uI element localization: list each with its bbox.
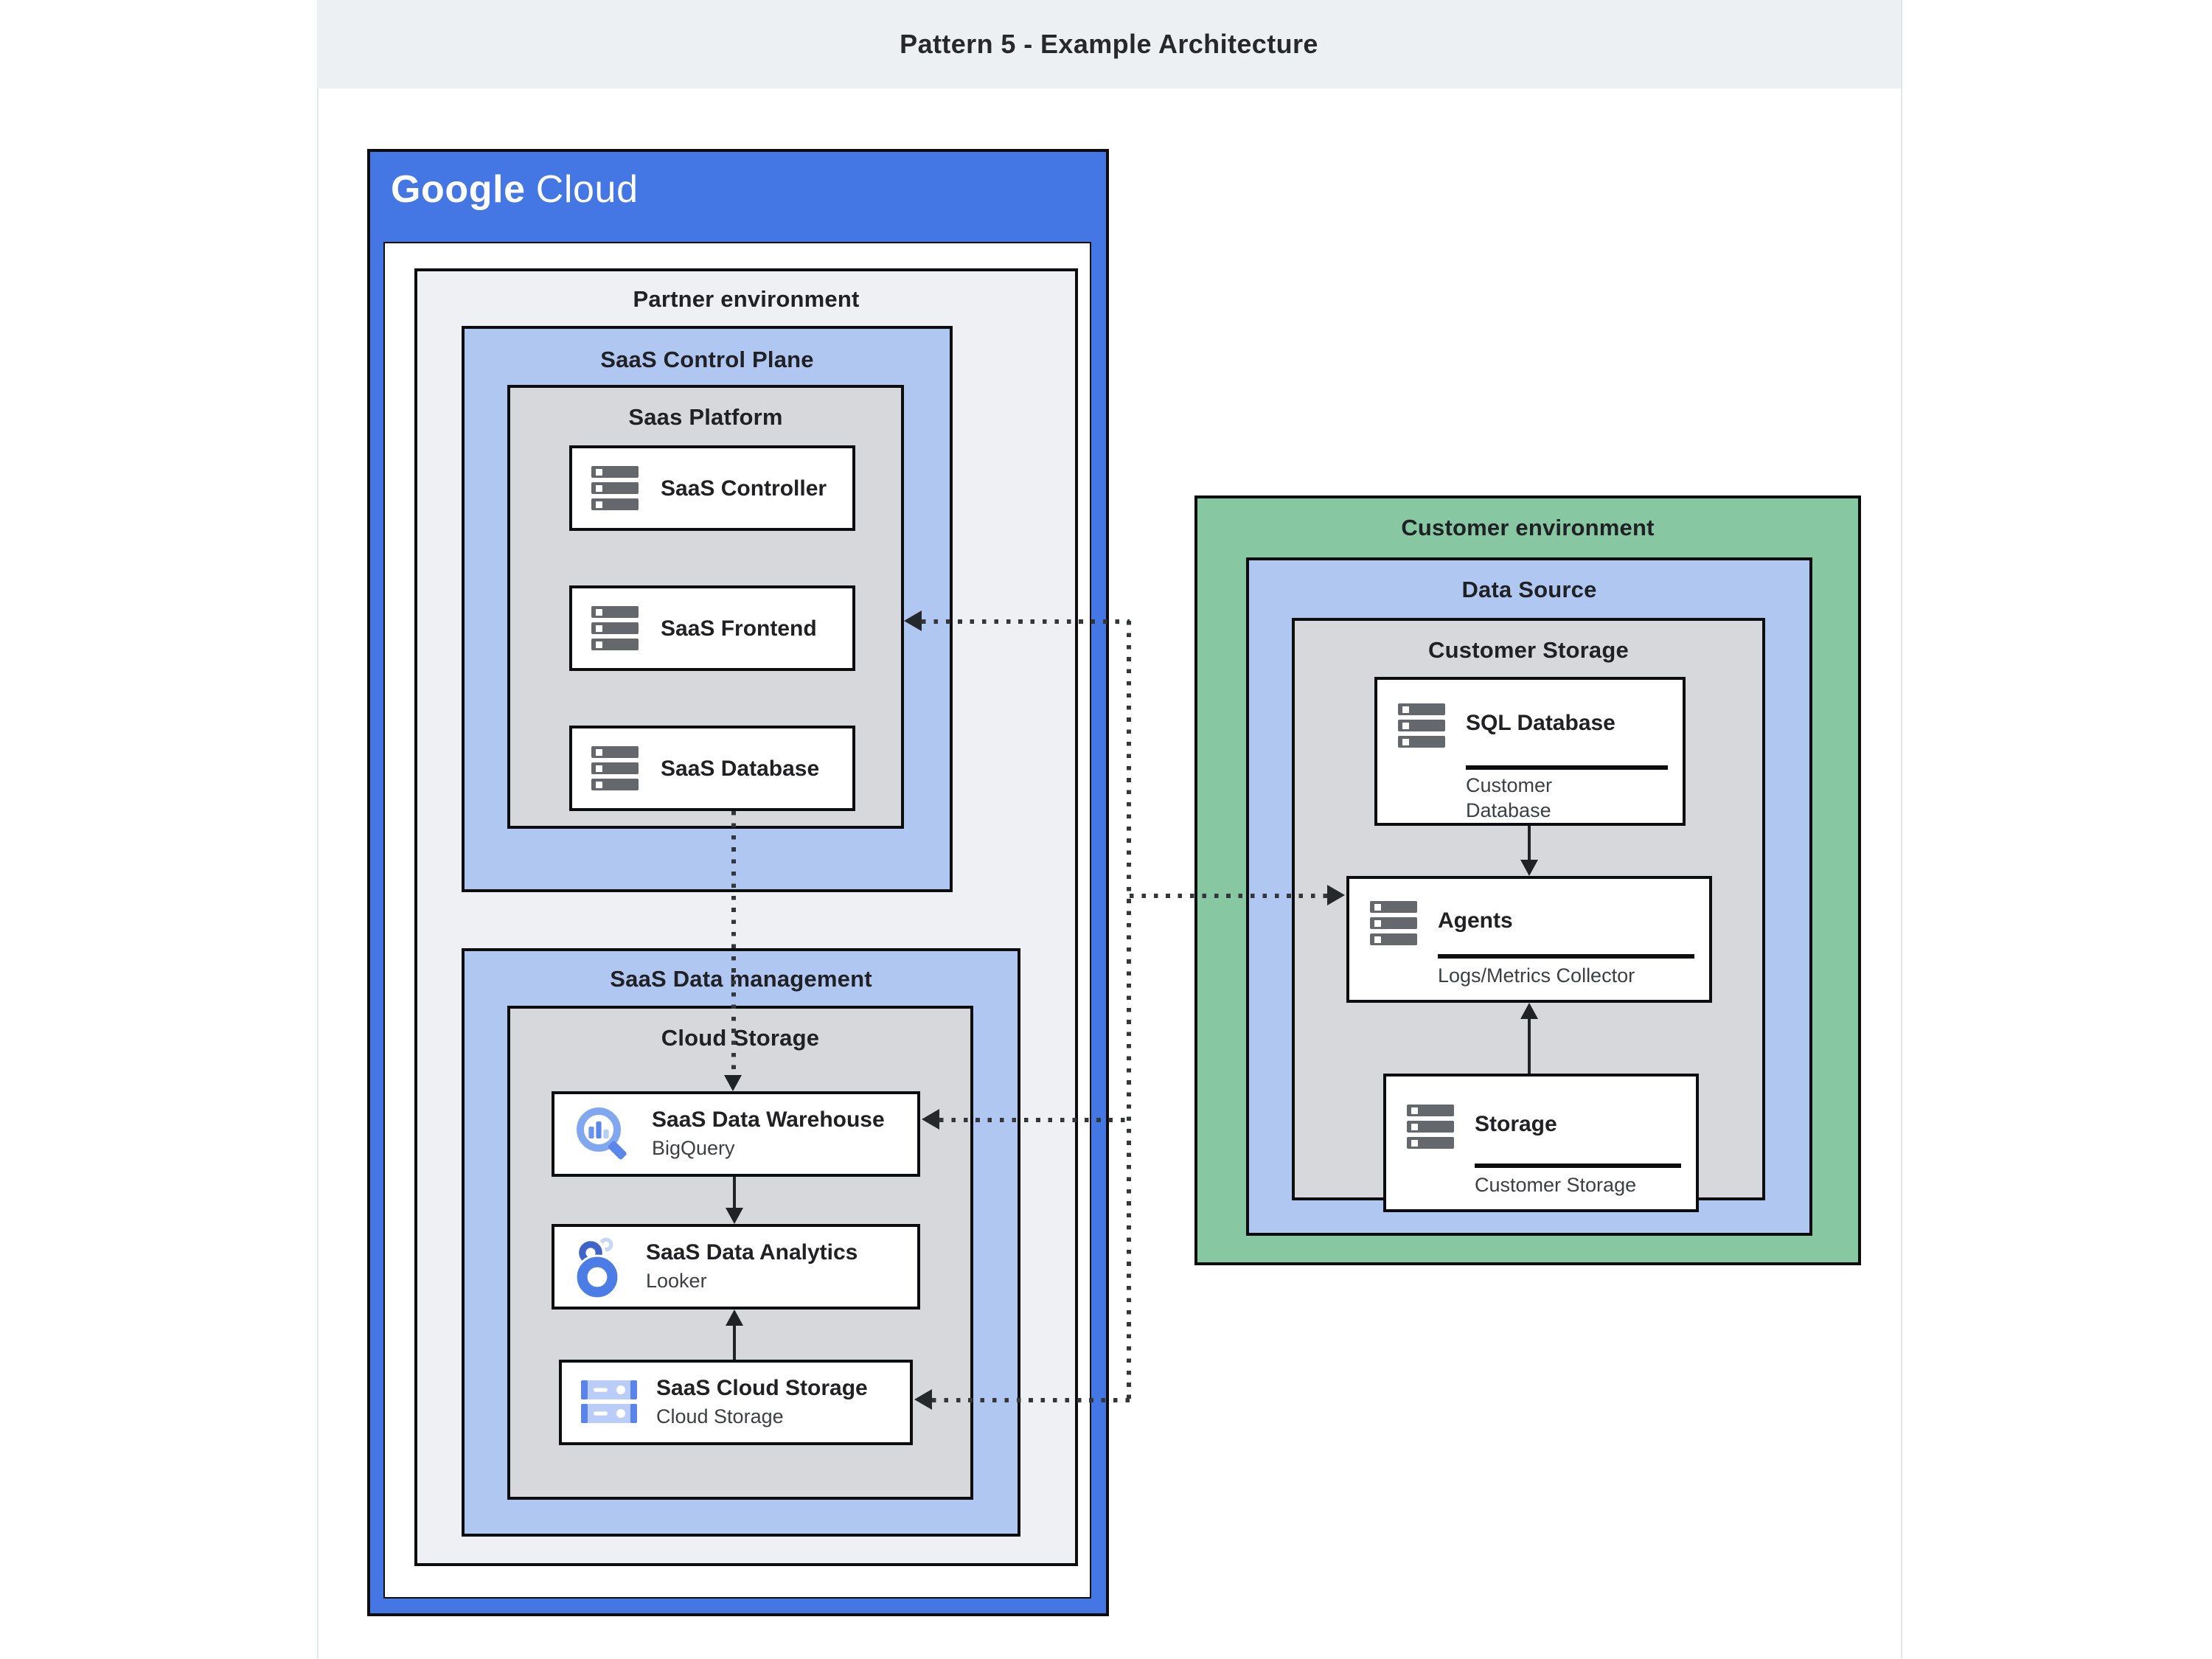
node-label: SaaS Frontend	[661, 616, 817, 641]
server-icon	[591, 606, 641, 650]
server-icon	[1398, 703, 1448, 748]
arrowhead-down-icon	[724, 1075, 742, 1091]
dotted-line-to-cloud-storage	[932, 1398, 1131, 1402]
node-sublabel: Customer Database	[1466, 774, 1553, 821]
dotted-line-database-to-warehouse	[731, 811, 736, 1074]
saas-data-management-label: SaaS Data management	[610, 967, 872, 992]
node-divider	[1475, 1164, 1681, 1167]
server-icon	[1407, 1105, 1457, 1149]
saas-data-warehouse-node: SaaS Data Warehouse BigQuery	[552, 1091, 920, 1177]
cloud-storage-icon	[581, 1380, 637, 1425]
looker-icon	[574, 1236, 627, 1298]
logo-cloud-text: Cloud	[535, 167, 639, 211]
storage-node: Storage Customer Storage	[1383, 1074, 1699, 1212]
saas-cloud-storage-node: SaaS Cloud Storage Cloud Storage	[559, 1360, 913, 1445]
node-sublabel: Logs/Metrics Collector	[1438, 964, 1635, 987]
dotted-bus-line	[1127, 621, 1131, 1401]
arrow-sql-to-agents	[1528, 826, 1531, 861]
customer-storage-container-label: Customer Storage	[1428, 639, 1629, 664]
node-label: SaaS Data Analytics	[646, 1240, 858, 1265]
content-right-divider	[1901, 0, 1902, 1659]
node-sublabel: Cloud Storage	[656, 1405, 784, 1427]
data-source-label: Data Source	[1461, 578, 1597, 603]
arrowhead-down-icon	[1520, 860, 1538, 876]
cloud-storage-container-label: Cloud Storage	[661, 1026, 820, 1051]
content-left-divider	[317, 0, 319, 1659]
server-icon	[591, 746, 641, 790]
node-sublabel: Customer Storage	[1475, 1174, 1637, 1196]
node-label: SaaS Controller	[661, 476, 827, 501]
node-label: SQL Database	[1466, 711, 1615, 736]
diagram-header: Pattern 5 - Example Architecture	[317, 0, 1901, 88]
node-divider	[1466, 765, 1668, 769]
saas-platform-label: Saas Platform	[628, 406, 783, 431]
logo-google-text: Google	[391, 167, 526, 211]
saas-controller-node: SaaS Controller	[569, 445, 855, 531]
node-label: SaaS Database	[661, 756, 820, 781]
dotted-line-to-warehouse	[939, 1118, 1130, 1122]
arrowhead-right-icon	[1327, 885, 1345, 905]
bigquery-icon	[574, 1105, 633, 1164]
node-label: Storage	[1475, 1112, 1557, 1137]
arrowhead-left-icon	[904, 611, 922, 631]
arrowhead-left-icon	[922, 1109, 939, 1130]
arrow-warehouse-to-analytics	[733, 1177, 736, 1209]
saas-database-node: SaaS Database	[569, 726, 855, 811]
arrowhead-up-icon	[1520, 1003, 1538, 1019]
node-label: SaaS Cloud Storage	[656, 1376, 868, 1401]
arrowhead-down-icon	[726, 1208, 743, 1224]
arrowhead-left-icon	[914, 1389, 932, 1410]
partner-environment-label: Partner environment	[633, 288, 860, 313]
dotted-line-to-agents	[1130, 894, 1330, 898]
dotted-line-to-saas-frontend	[922, 619, 1130, 624]
arrowhead-up-icon	[726, 1310, 743, 1326]
arrow-storage-to-analytics	[733, 1324, 736, 1360]
sql-database-node: SQL Database Customer Database	[1374, 677, 1686, 826]
saas-data-analytics-node: SaaS Data Analytics Looker	[552, 1224, 920, 1310]
saas-control-plane-label: SaaS Control Plane	[600, 348, 814, 373]
node-sublabel: BigQuery	[652, 1137, 735, 1159]
node-divider	[1438, 954, 1694, 958]
node-label: SaaS Data Warehouse	[652, 1107, 885, 1133]
server-icon	[1370, 901, 1420, 945]
page-title: Pattern 5 - Example Architecture	[900, 29, 1318, 58]
node-label: Agents	[1438, 908, 1513, 933]
customer-environment-label: Customer environment	[1401, 516, 1655, 541]
node-sublabel: Looker	[646, 1270, 707, 1292]
server-icon	[591, 466, 641, 510]
arrow-storage-to-agents	[1528, 1018, 1531, 1074]
saas-frontend-node: SaaS Frontend	[569, 585, 855, 671]
agents-node: Agents Logs/Metrics Collector	[1346, 876, 1712, 1003]
